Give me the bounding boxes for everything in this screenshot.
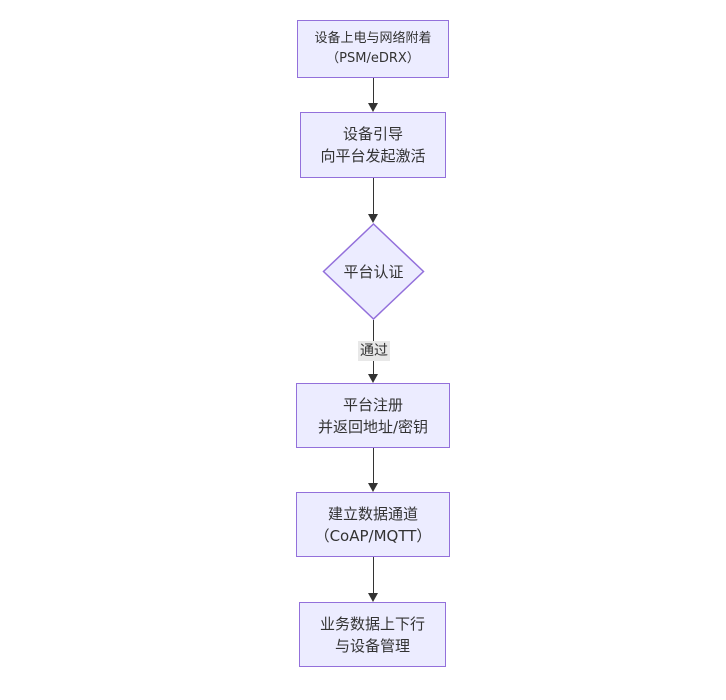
diamond-shape (322, 223, 425, 320)
edge-line (372, 557, 374, 596)
node-label-line: 业务数据上下行 (319, 614, 425, 633)
edge-line (372, 178, 374, 217)
node-label-line: 与设备管理 (334, 636, 410, 655)
node-label-line: 建立数据通道 (327, 504, 418, 523)
edge-line (372, 448, 374, 486)
arrow-down-head (368, 103, 378, 112)
node-label-line: 向平台发起激活 (320, 147, 426, 165)
arrow-down-head (368, 483, 378, 492)
node-label-line: 并返回地址/密钥 (317, 417, 429, 436)
arrow-down-head (368, 593, 378, 602)
node-label-line: 设备引导 (342, 125, 403, 143)
node-label-line: 平台注册 (342, 395, 403, 414)
arrow-down-head (368, 214, 378, 223)
edge-pass-label: 通过 (358, 341, 390, 361)
edge-channel-to-business (367, 557, 379, 602)
node-label-line: （PSM/eDRX） (326, 51, 420, 66)
edge-register-to-channel (367, 448, 379, 492)
edge-line (372, 78, 374, 106)
node-business-data-management: 业务数据上下行 与设备管理 (299, 602, 446, 667)
node-platform-register: 平台注册 并返回地址/密钥 (296, 383, 450, 448)
node-device-bootstrap: 设备引导 向平台发起激活 (300, 112, 446, 178)
node-label-line: 平台认证 (343, 263, 404, 281)
node-power-on-network-attach: 设备上电与网络附着 （PSM/eDRX） (297, 20, 449, 78)
node-platform-auth-decision: 平台认证 (322, 223, 425, 320)
edge-bootstrap-to-auth (367, 178, 379, 223)
node-label-line: 设备上电与网络附着 (314, 31, 432, 46)
arrow-down-head (368, 374, 378, 383)
node-label-line: （CoAP/MQTT） (314, 526, 432, 545)
node-data-channel: 建立数据通道 （CoAP/MQTT） (296, 492, 450, 557)
edge-power-to-bootstrap (367, 78, 379, 112)
